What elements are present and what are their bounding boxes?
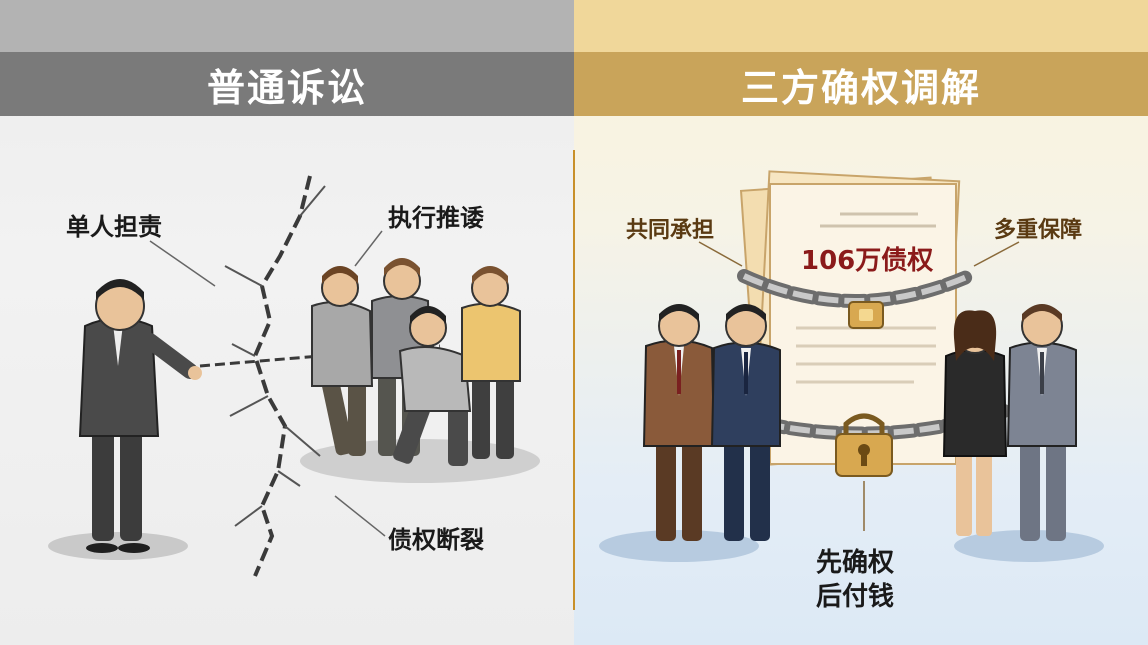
upper-chain-icon xyxy=(737,269,976,329)
right-header-band: 三方确权调解 xyxy=(574,52,1148,116)
left-group-shadow xyxy=(599,530,759,562)
ground-crack-icon xyxy=(224,175,326,577)
label-execution-shirking: 执行推诿 xyxy=(388,204,484,232)
pulling-group-figures xyxy=(311,258,521,466)
right-title: 三方确权调解 xyxy=(740,65,981,110)
label-multiple-guarantee: 多重保障 xyxy=(994,218,1083,243)
left-top-strip xyxy=(0,0,574,52)
right-pair-figures xyxy=(942,304,1077,541)
single-person-figure xyxy=(78,279,202,553)
left-pair-figures xyxy=(642,304,781,541)
left-header-band: 普通诉讼 xyxy=(0,52,574,116)
shirk-label-leader xyxy=(354,230,383,267)
break-label-leader xyxy=(334,495,386,537)
label-claim-break: 债权断裂 xyxy=(388,526,484,554)
left-illustration xyxy=(48,175,540,577)
label-pay-later: 后付钱 xyxy=(816,582,895,612)
right-group-shadow xyxy=(954,530,1104,562)
label-claim-amount: 106万债权 xyxy=(801,246,934,276)
label-shared-responsibility: 共同承担 xyxy=(626,218,715,243)
left-title: 普通诉讼 xyxy=(206,65,367,110)
single-label-leader xyxy=(149,240,216,287)
shared-label-leader xyxy=(698,241,743,267)
right-panel-mediation: 三方确权调解 xyxy=(574,0,1148,645)
single-person-shadow xyxy=(48,532,188,560)
label-confirm-first: 先确权 xyxy=(816,548,895,578)
label-single-responsibility: 单人担责 xyxy=(66,213,162,241)
guarantee-label-leader xyxy=(973,241,1020,267)
panel-divider xyxy=(573,150,575,610)
padlock-icon xyxy=(835,413,893,477)
right-illustration xyxy=(599,170,1104,562)
right-top-strip xyxy=(574,0,1148,52)
left-panel-litigation: 普通诉讼 xyxy=(0,0,574,645)
